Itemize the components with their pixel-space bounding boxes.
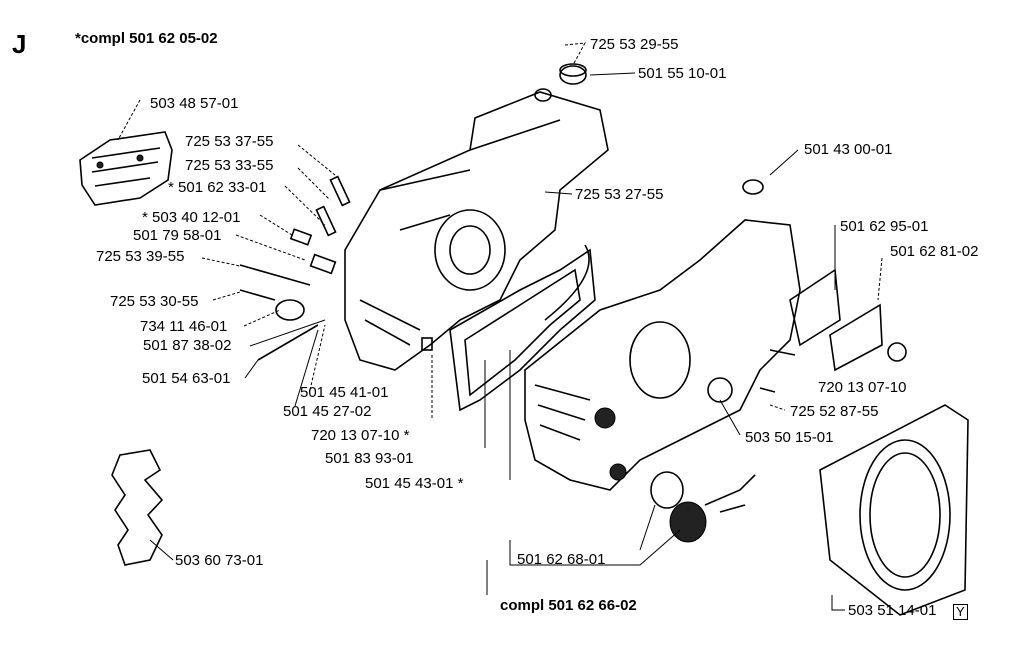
part-label: 725 53 27-55 bbox=[575, 186, 664, 203]
part-label: 501 43 00-01 bbox=[804, 141, 893, 158]
part-label: 725 52 87-55 bbox=[790, 403, 879, 420]
part-label: 503 50 15-01 bbox=[745, 429, 834, 446]
side-plates bbox=[789, 268, 883, 372]
crankcase-gasket bbox=[449, 248, 596, 412]
revision-mark-badge: Y bbox=[953, 604, 968, 620]
right-crankcase-half bbox=[524, 219, 801, 491]
part-label: 503 48 57-01 bbox=[150, 95, 239, 112]
part-label: 501 83 93-01 bbox=[325, 450, 414, 467]
part-label: 501 55 10-01 bbox=[638, 65, 727, 82]
part-label: 503 60 73-01 bbox=[175, 552, 264, 569]
part-label: 725 53 39-55 bbox=[96, 248, 185, 265]
section-letter: J bbox=[12, 29, 27, 59]
part-label: 501 45 27-02 bbox=[283, 403, 372, 420]
wiring bbox=[544, 244, 756, 543]
part-label: 501 45 43-01 * bbox=[365, 475, 464, 492]
part-label: 501 62 81-02 bbox=[890, 243, 979, 260]
small-parts bbox=[239, 63, 907, 393]
part-label: 501 62 95-01 bbox=[840, 218, 929, 235]
starter-housing bbox=[819, 404, 969, 616]
part-label: 501 62 68-01 bbox=[517, 551, 606, 568]
part-label: 734 11 46-01 bbox=[140, 318, 228, 335]
part-label: * 501 62 33-01 bbox=[168, 179, 267, 196]
part-label: 725 53 29-55 bbox=[590, 36, 679, 53]
part-label: 503 51 14-01 bbox=[848, 602, 937, 619]
part-label: 720 13 07-10 bbox=[818, 379, 907, 396]
part-label: 501 54 63-01 bbox=[142, 370, 231, 387]
part-label: 501 87 38-02 bbox=[143, 337, 232, 354]
assembly-label-top: *compl 501 62 05-02 bbox=[75, 30, 218, 47]
part-label: 725 53 37-55 bbox=[185, 133, 274, 150]
wrench-tool bbox=[111, 449, 164, 566]
assembly-label-bottom: compl 501 62 66-02 bbox=[500, 597, 637, 614]
chain-guard-plate bbox=[79, 131, 173, 206]
part-label: 725 53 30-55 bbox=[110, 293, 199, 310]
part-label: 501 45 41-01 bbox=[300, 384, 389, 401]
part-label: * 503 40 12-01 bbox=[142, 209, 241, 226]
part-label: 501 79 58-01 bbox=[133, 227, 222, 244]
left-crankcase-half bbox=[344, 91, 609, 371]
part-label: 725 53 33-55 bbox=[185, 157, 274, 174]
part-label: 720 13 07-10 * bbox=[311, 427, 410, 444]
leader-lines bbox=[117, 42, 883, 611]
